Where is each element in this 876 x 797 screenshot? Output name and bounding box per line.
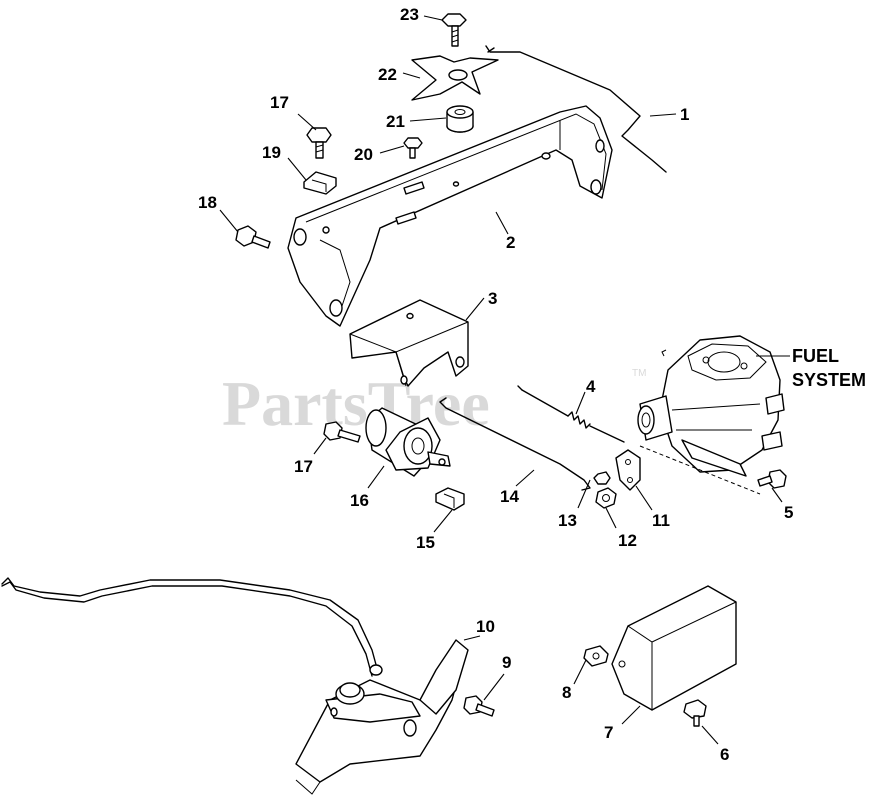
callout-14: 14 — [500, 487, 519, 506]
callout-7: 7 — [604, 723, 613, 742]
part-9-screw — [463, 695, 495, 717]
watermark-tm: TM — [632, 368, 646, 379]
callout-22: 22 — [378, 65, 397, 84]
fuel-system-label-line2: SYSTEM — [792, 370, 866, 390]
part-2-bracket — [287, 105, 613, 327]
callout-4: 4 — [586, 377, 596, 396]
part-1-rod — [485, 45, 667, 173]
part-11-lever — [615, 449, 641, 491]
part-13-fastener — [593, 471, 611, 485]
callout-17-lower: 17 — [294, 457, 313, 476]
fuel-system-carburetor — [637, 335, 785, 495]
callout-13: 13 — [558, 511, 577, 530]
part-20-bolt — [403, 137, 423, 159]
part-17-bolt-lower — [323, 421, 361, 443]
callout-17-top: 17 — [270, 93, 289, 112]
part-3-bracket — [349, 299, 469, 387]
part-23-bolt — [441, 13, 467, 47]
fuel-system-label: FUEL SYSTEM — [792, 346, 866, 390]
part-19-clip — [303, 171, 337, 195]
callout-21: 21 — [386, 112, 405, 131]
part-5-screw — [757, 469, 787, 489]
leader-lines — [219, 15, 790, 745]
fuel-system-label-line1: FUEL — [792, 346, 839, 366]
part-14-rod — [439, 397, 591, 491]
part-17-bolt-top — [306, 127, 332, 159]
watermark: PartsTree TM — [222, 368, 646, 439]
callout-2: 2 — [506, 233, 515, 252]
callout-16: 16 — [350, 491, 369, 510]
callout-19: 19 — [262, 143, 281, 162]
part-12-nut — [595, 487, 617, 509]
part-6-screw — [683, 699, 707, 727]
callout-9: 9 — [502, 653, 511, 672]
callout-18: 18 — [198, 193, 217, 212]
callout-1: 1 — [680, 105, 689, 124]
part-16-solenoid — [365, 407, 451, 477]
callout-10: 10 — [476, 617, 495, 636]
callout-23: 23 — [400, 5, 419, 24]
part-7-cover — [611, 585, 737, 711]
callout-3: 3 — [488, 289, 497, 308]
part-10-throttle-assembly — [1, 577, 469, 795]
part-22-plate — [411, 55, 499, 101]
callout-15: 15 — [416, 533, 435, 552]
part-15-clip — [435, 487, 465, 511]
callout-20: 20 — [354, 145, 373, 164]
part-18-bolt — [235, 225, 271, 249]
watermark-text: PartsTree — [222, 368, 490, 439]
callout-5: 5 — [784, 503, 793, 522]
part-8-nut — [583, 645, 609, 667]
callout-8: 8 — [562, 683, 571, 702]
part-4-spring — [517, 385, 625, 443]
callout-6: 6 — [720, 745, 729, 764]
callout-12: 12 — [618, 531, 637, 550]
callout-11: 11 — [652, 511, 670, 530]
callout-numbers: 23 22 21 20 17 19 18 1 2 3 4 5 6 7 8 9 1… — [198, 5, 793, 764]
part-21-bushing — [446, 105, 474, 133]
